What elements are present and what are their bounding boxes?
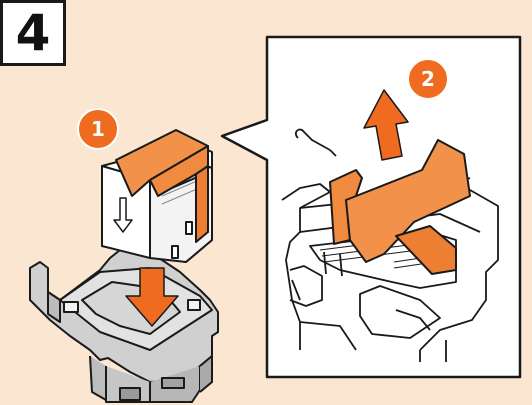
staple-holder	[30, 250, 218, 402]
callout-label-2: 2	[421, 67, 435, 91]
callout-badge-2: 2	[408, 59, 448, 99]
callout-label-1: 1	[91, 117, 105, 141]
callout-badge-1: 1	[78, 109, 118, 149]
